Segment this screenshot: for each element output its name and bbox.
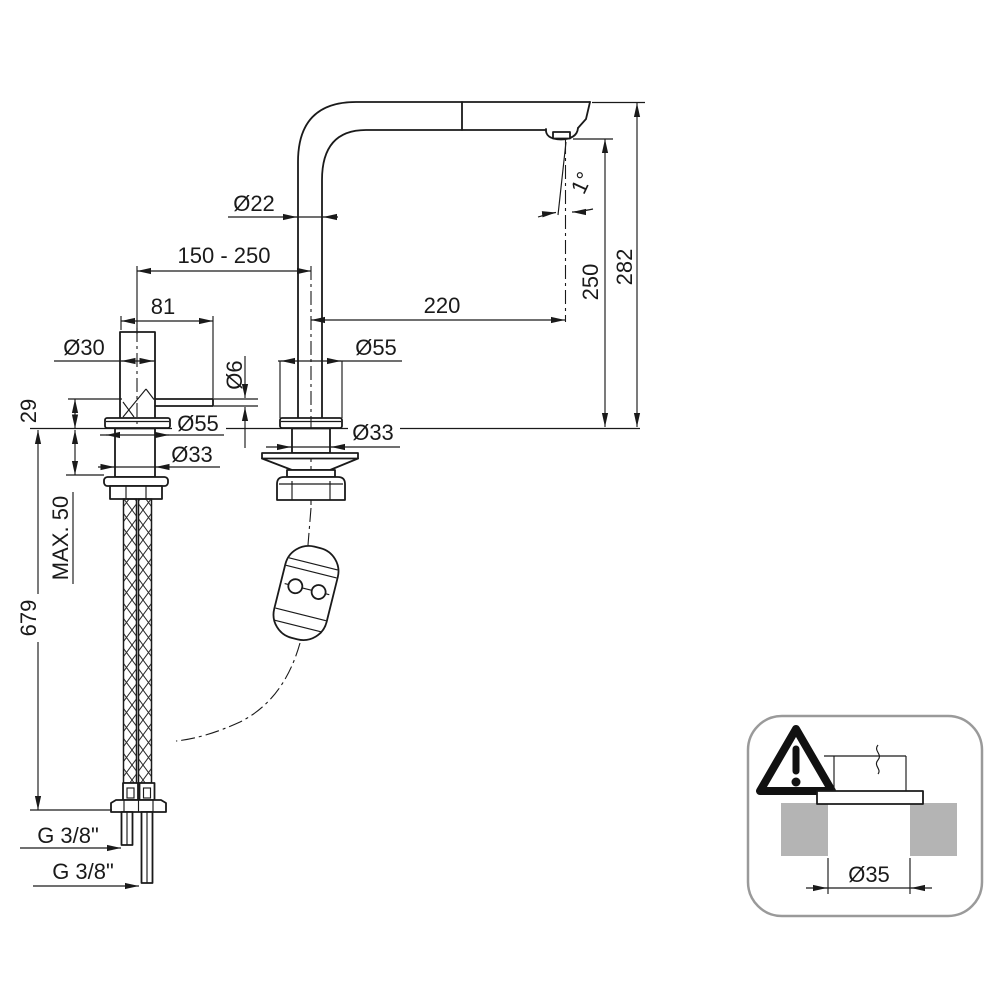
dim-lever-length: 81 <box>151 294 175 319</box>
label-bg <box>348 421 400 443</box>
dim-lever-rod-diameter: Ø6 <box>222 360 247 389</box>
control-nut <box>109 485 163 500</box>
spray-outlet <box>552 131 571 140</box>
warning-exclamation-dot <box>791 777 801 787</box>
counterweight-assembly <box>175 507 340 742</box>
lever-rod <box>154 398 214 407</box>
inset-flange <box>816 790 924 805</box>
dim-hole-diameter: Ø35 <box>848 862 890 887</box>
hose-path-upper <box>307 507 312 546</box>
dim-outlet-angle: 1° <box>566 168 598 198</box>
dim-outlet-height: 250 <box>578 264 603 301</box>
countertop-section-left <box>781 803 828 856</box>
dim-spout-flange-diameter: Ø55 <box>355 335 397 360</box>
faucet-spout <box>279 101 591 508</box>
dim-spout-shank-diameter: Ø33 <box>352 420 394 445</box>
lever-joint-line-1 <box>122 388 147 418</box>
counterweight-screw-left <box>287 578 304 595</box>
warning-icon <box>756 725 836 795</box>
spout-cone-washer <box>261 457 359 471</box>
dim-lever-height: 29 <box>16 399 41 423</box>
dim-adjustable-distance: 150 - 250 <box>178 243 271 268</box>
supply-hoses <box>103 427 169 884</box>
dim-control-body-diameter: Ø30 <box>63 335 105 360</box>
dim-angle-arrow-r <box>571 208 594 216</box>
countertop-section-right <box>910 803 957 856</box>
counterweight-line-4 <box>275 607 327 622</box>
counterweight-line-1 <box>288 557 338 571</box>
counterweight-screw-right <box>310 584 327 600</box>
dim-control-shank-diameter: Ø33 <box>171 442 213 467</box>
dim-hose-length: 679 <box>16 600 41 637</box>
spout-inner-profile <box>321 129 547 419</box>
installation-inset: Ø35 <box>746 714 984 918</box>
dim-angle-arrow-l <box>537 211 557 218</box>
label-bg <box>16 594 40 642</box>
hose-crimp-left-detail <box>126 787 135 799</box>
dim-max-deck-thickness: MAX. 50 <box>48 496 73 580</box>
spout-shank <box>291 427 331 454</box>
spray-head-dome <box>545 127 579 141</box>
dim-overall-height: 282 <box>612 249 637 286</box>
spout-spacer <box>286 469 336 478</box>
counterweight-body <box>272 545 340 641</box>
lever-joint-line-2 <box>122 401 135 418</box>
braided-hose-right <box>137 498 153 784</box>
hose-crimp-right-detail <box>142 787 152 799</box>
counterweight-line-5 <box>273 619 323 633</box>
dim-control-flange-diameter: Ø55 <box>177 411 219 436</box>
spray-head-end <box>577 101 591 129</box>
spout-outer-profile <box>297 101 591 419</box>
hose-path-lower <box>175 642 301 742</box>
dim-spout-reach: 220 <box>424 293 461 318</box>
dim-hose-thread-bottom: G 3/8" <box>52 859 114 884</box>
control-washer <box>103 476 169 487</box>
spout-under-deck <box>261 427 359 501</box>
spout-mounting-nut <box>276 476 346 501</box>
counterweight <box>272 545 340 641</box>
inset-break-symbol <box>875 744 880 775</box>
dim-spout-pipe-diameter: Ø22 <box>233 191 275 216</box>
dimensions: Ø22 150 - 250 81 Ø30 Ø6 29 Ø55 <box>16 101 645 890</box>
braided-hose-left <box>122 498 138 784</box>
dim-hose-thread-top: G 3/8" <box>37 823 99 848</box>
counterweight-line-2 <box>285 564 337 579</box>
control-shank <box>114 427 156 478</box>
lever-joint-line-3 <box>145 388 155 400</box>
label-bg <box>172 413 226 433</box>
outlet-tilt-line <box>557 141 567 216</box>
spout-cone-washer-top <box>261 452 359 460</box>
